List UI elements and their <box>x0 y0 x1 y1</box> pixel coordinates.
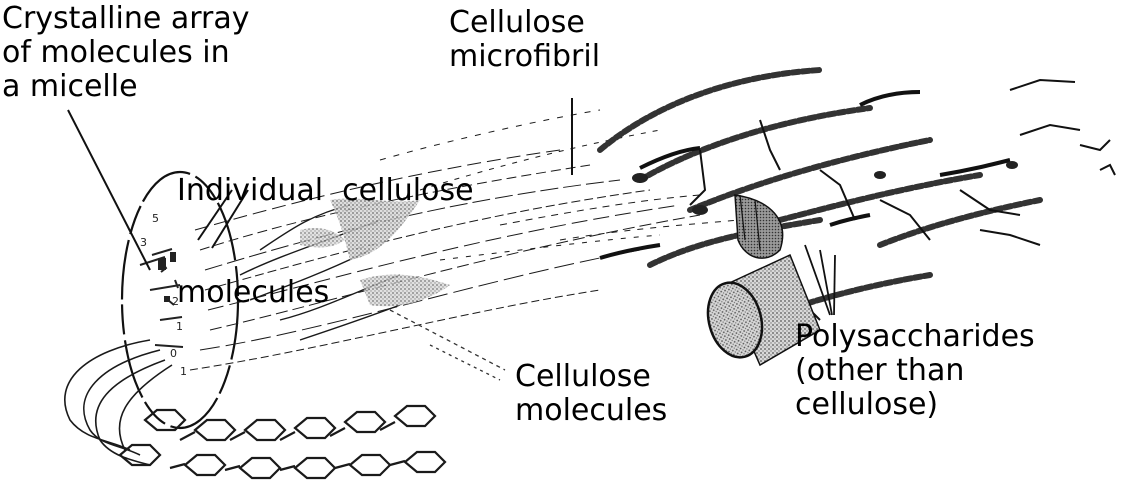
micelle-number: 5 <box>152 212 159 225</box>
label-individual-cellulose-molecules: Individual cellulose molecules <box>177 106 474 378</box>
label-cellulose-molecules: Cellulose molecules <box>515 360 667 428</box>
label-polysaccharides: Polysaccharides (other than cellulose) <box>795 320 1035 422</box>
chain-strands <box>65 340 172 465</box>
leader-line-crystalline <box>68 110 150 270</box>
polysaccharide-chains <box>600 70 1115 323</box>
micelle-number: 3 <box>140 236 147 249</box>
label-cellulose-microfibril: Cellulose microfibril <box>449 6 600 74</box>
micelle-number: 0 <box>170 347 177 360</box>
label-crystalline-array: Crystalline array of molecules in a mice… <box>2 2 250 104</box>
glucose-ring-chains <box>120 406 445 478</box>
